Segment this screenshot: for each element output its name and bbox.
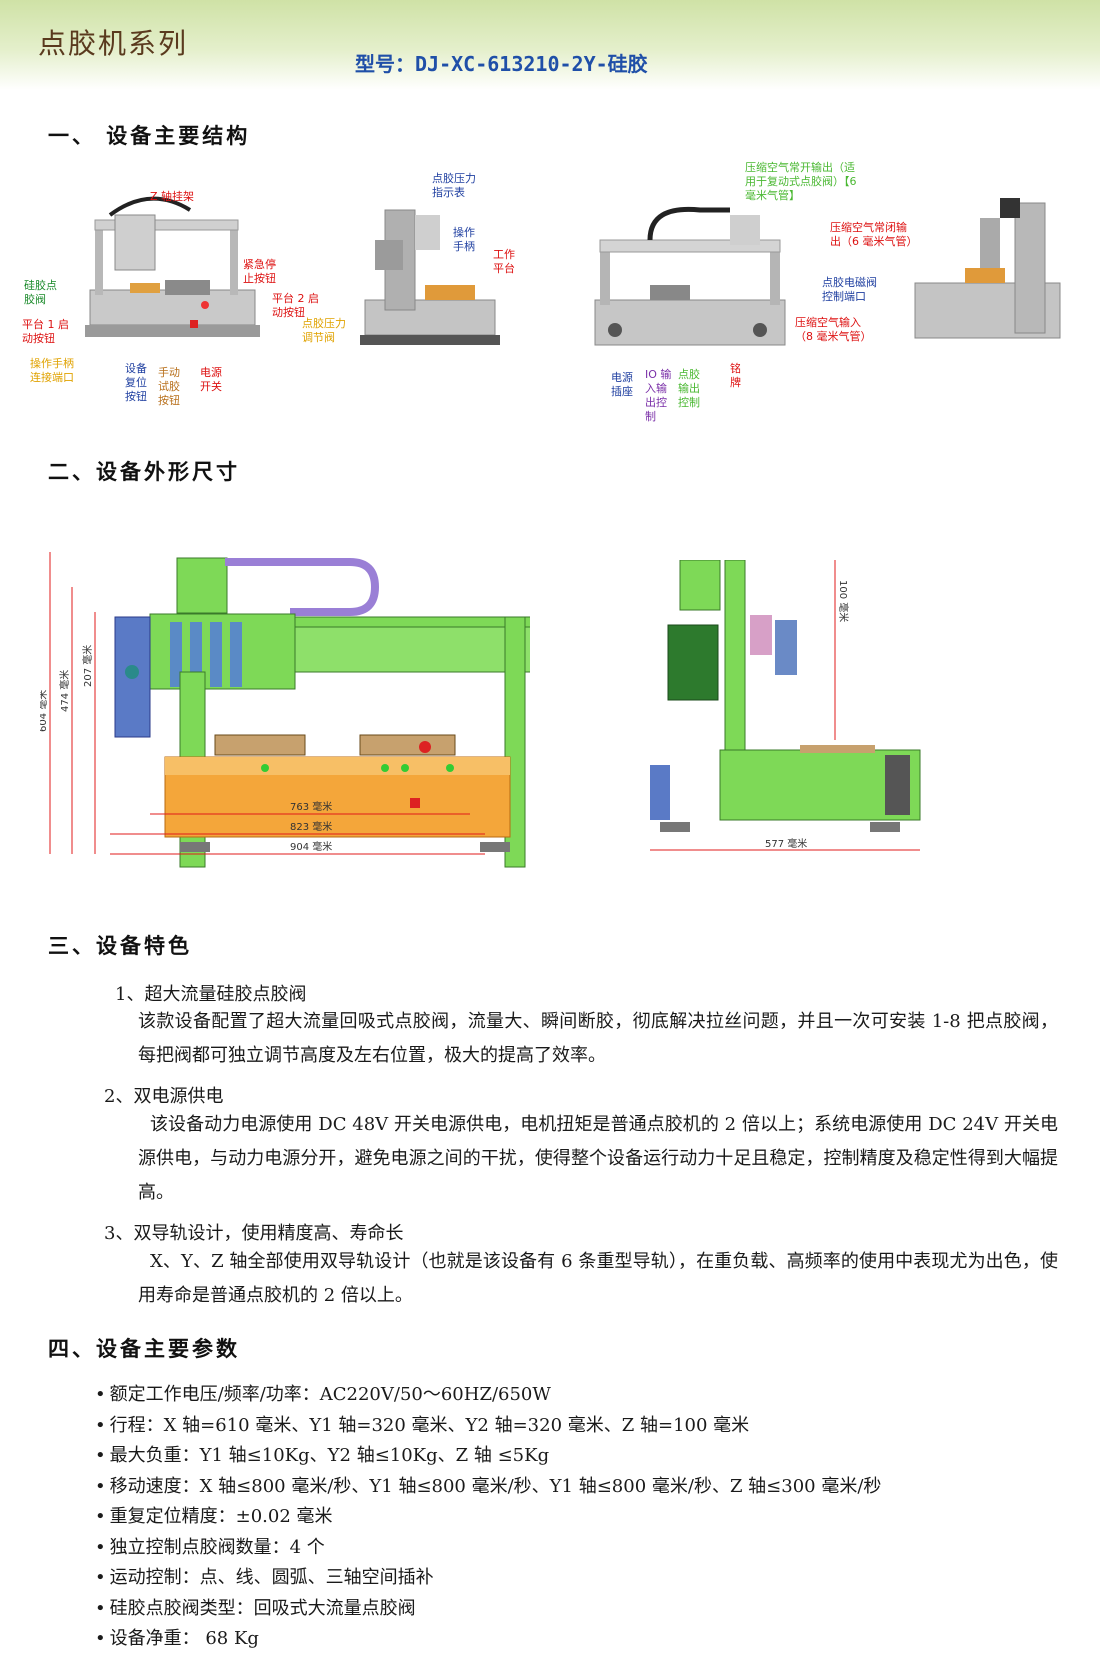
label-handle-port: 操作手柄 连接端口	[30, 357, 74, 384]
section-title-structure: 一、 设备主要结构	[48, 124, 251, 148]
feature-title-3: 3、双导轨设计，使用精度高、寿命长	[104, 1223, 404, 1244]
dim-904: 904 毫米	[290, 840, 332, 853]
feature-title-1: 1、超大流量硅胶点胶阀	[115, 984, 307, 1005]
param-item: 最大负重：Y1 轴≤10Kg、Y2 轴≤10Kg、Z 轴 ≤5Kg	[95, 1441, 881, 1472]
dim-577: 577 毫米	[765, 837, 807, 850]
side-dimension-drawing: 100 毫米 577 毫米	[650, 560, 921, 851]
label-io-control: IO 输 入输 出控 制	[645, 368, 672, 423]
dim-604: 604 毫米	[40, 690, 49, 732]
label-manual-test: 手动 试胶 按钮	[158, 366, 180, 407]
section-title-params: 四、设备主要参数	[48, 1337, 240, 1361]
label-power-socket: 电源 插座	[611, 371, 633, 398]
dim-207: 207 毫米	[81, 645, 94, 687]
param-item: 设备净重： 68 Kg	[95, 1624, 881, 1655]
front-dimension-drawing: 604 毫米 474 毫米 207 毫米 763 毫米 823 毫米 904 毫…	[40, 552, 530, 868]
label-air-open-output: 压缩空气常开输出（适 用于复动式点胶阀）【6 毫米气管】	[745, 161, 857, 202]
label-reset-button: 设备 复位 按钮	[125, 362, 147, 403]
param-item: 运动控制：点、线、圆弧、三轴空间插补	[95, 1563, 881, 1594]
label-platform2-start: 平台 2 启 动按钮	[272, 292, 319, 319]
label-platform1-start: 平台 1 启 动按钮	[22, 318, 69, 345]
label-power-switch: 电源 开关	[200, 366, 222, 393]
label-nameplate: 铭 牌	[730, 362, 741, 389]
series-title: 点胶机系列	[38, 27, 189, 60]
label-air-input: 压缩空气输入 （8 毫米气管）	[795, 316, 872, 343]
label-handle: 操作 手柄	[453, 226, 475, 253]
header-banner	[0, 0, 1100, 90]
machine-rear-photo	[594, 206, 786, 346]
dim-823: 823 毫米	[290, 820, 332, 833]
dim-763: 763 毫米	[290, 800, 332, 813]
label-solenoid-port: 点胶电磁阀 控制端口	[822, 276, 877, 303]
label-pressure-gauge: 点胶压力 指示表	[432, 172, 476, 199]
param-item: 移动速度：X 轴≤800 毫米/秒、Y1 轴≤800 毫米/秒、Y1 轴≤800…	[95, 1472, 882, 1503]
dim-100: 100 毫米	[837, 580, 850, 622]
param-item: 重复定位精度：±0.02 毫米	[95, 1502, 881, 1533]
section-title-dimensions: 二、设备外形尺寸	[48, 460, 240, 484]
param-item: 额定工作电压/频率/功率：AC220V/50～60HZ/650W	[95, 1380, 881, 1411]
label-air-closed-output: 压缩空气常闭输 出（6 毫米气管）	[830, 221, 918, 248]
feature-title-2: 2、双电源供电	[104, 1086, 224, 1107]
label-z-frame: Z 轴挂架	[150, 190, 195, 203]
label-pressure-valve: 点胶压力 调节阀	[302, 317, 346, 344]
model-number: 型号：DJ-XC-613210-2Y-硅胶	[355, 52, 648, 76]
feature-body-2: 该设备动力电源使用 DC 48V 开关电源供电，电机扭矩是普通点胶机的 2 倍以…	[138, 1114, 1058, 1203]
section-title-features: 三、设备特色	[48, 934, 192, 958]
feature-body-3: X、Y、Z 轴全部使用双导轨设计（也就是该设备有 6 条重型导轨），在重负载、高…	[138, 1251, 1058, 1306]
param-item: 行程：X 轴=610 毫米、Y1 轴=320 毫米、Y2 轴=320 毫米、Z …	[95, 1411, 881, 1442]
label-estop: 紧急停 止按钮	[243, 258, 276, 285]
label-work-platform: 工作 平台	[493, 248, 515, 275]
params-list: 额定工作电压/频率/功率：AC220V/50～60HZ/650W 行程：X 轴=…	[95, 1380, 882, 1655]
dim-474: 474 毫米	[58, 670, 71, 712]
machine-rear-side-photo	[914, 198, 1061, 339]
param-item: 独立控制点胶阀数量：4 个	[95, 1533, 881, 1564]
feature-body-1: 该款设备配置了超大流量回吸式点胶阀，流量大、瞬间断胶，彻底解决拉丝问题，并且一次…	[138, 1011, 1058, 1066]
label-silicone-valve: 硅胶点 胶阀	[24, 279, 57, 306]
label-dispense-output: 点胶 输出 控制	[678, 368, 700, 409]
machine-front-photo	[85, 196, 260, 337]
machine-side-photo	[360, 209, 500, 345]
param-item: 硅胶点胶阀类型：回吸式大流量点胶阀	[95, 1594, 881, 1625]
